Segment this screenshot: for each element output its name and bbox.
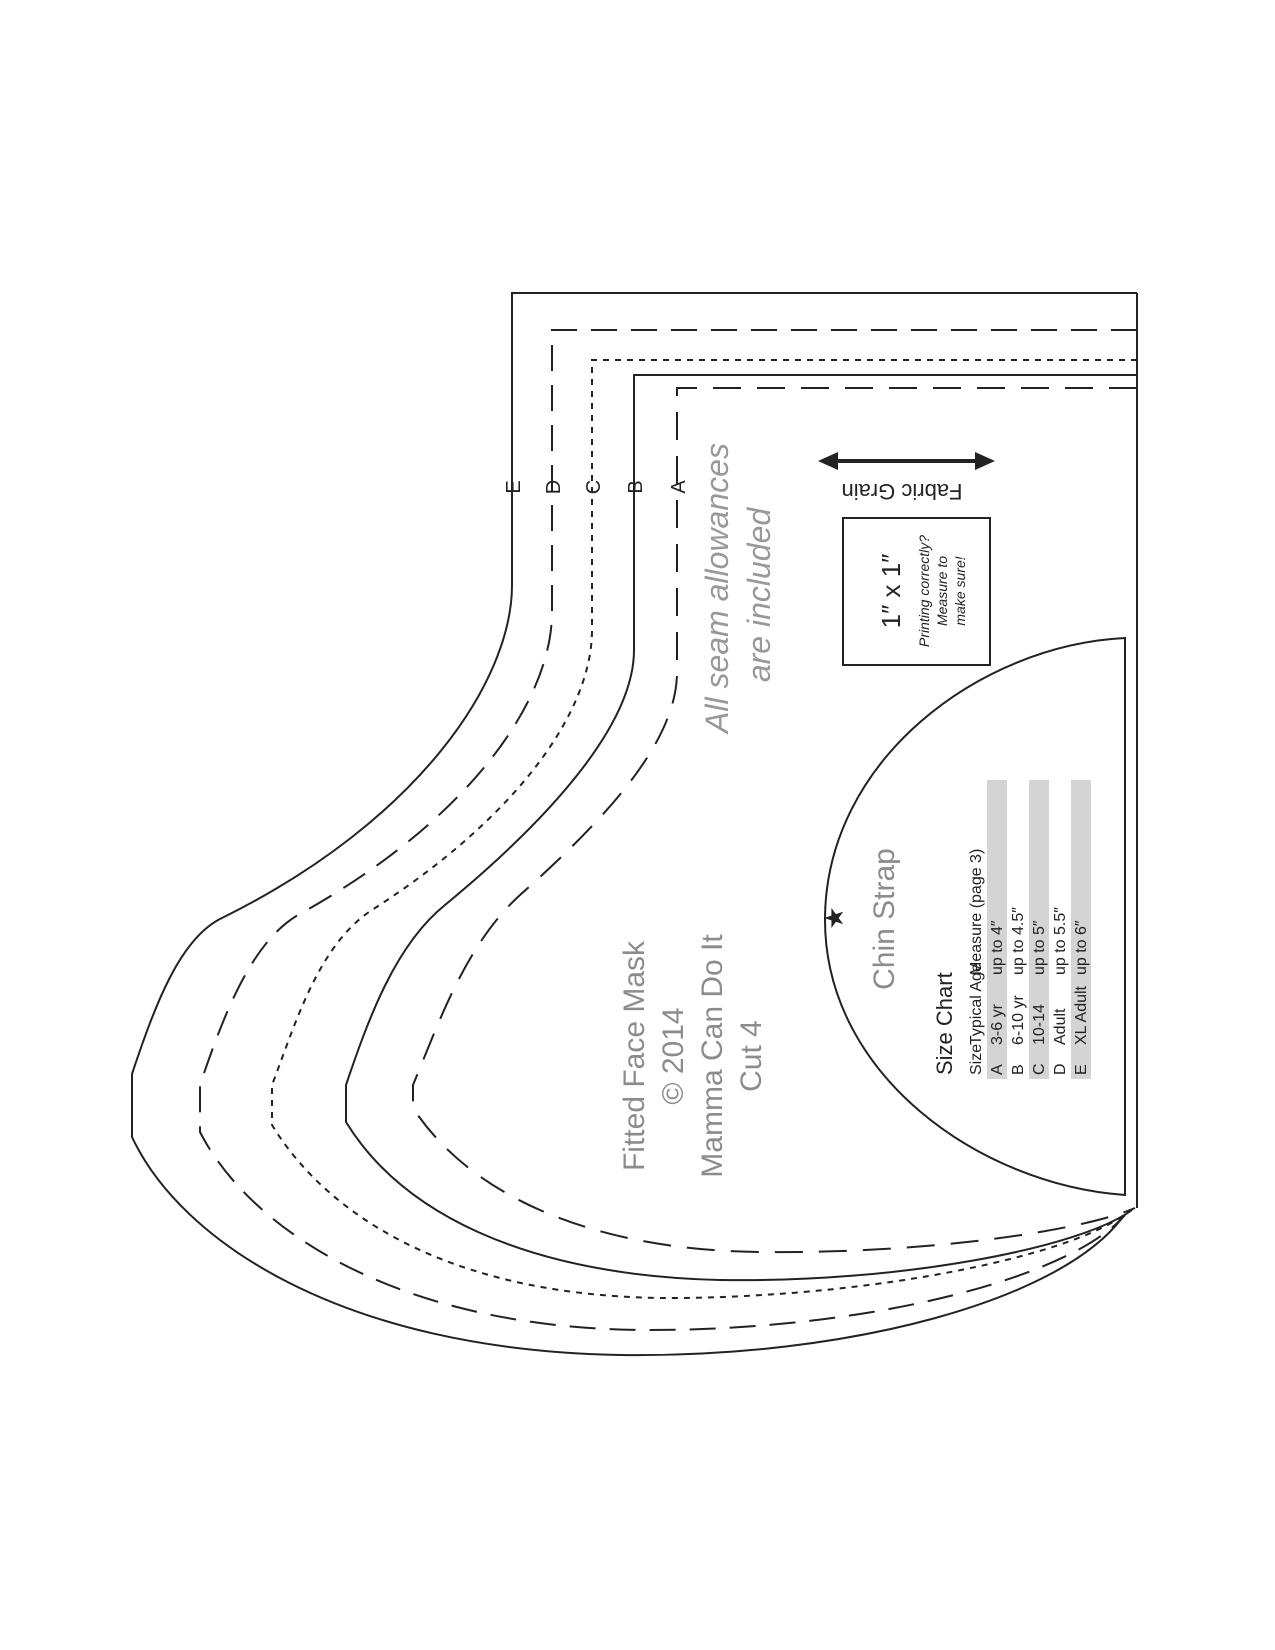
size-chart-title: Size Chart xyxy=(932,972,957,1075)
size-chart-header: Typical Age xyxy=(968,963,985,1045)
size-chart-cell: B xyxy=(1010,1064,1027,1075)
chin-strap-label: Chin Strap xyxy=(868,848,901,990)
size-chart-cell: up to 5.5″ xyxy=(1052,907,1069,975)
size-chart-cell: up to 4″ xyxy=(989,920,1006,975)
title-block: Fitted Face Mask © 2014 Mamma Can Do It … xyxy=(618,934,768,1178)
measure-square: 1″ x 1″ Printing correctly? Measure to m… xyxy=(842,517,991,666)
size-label-a: A xyxy=(668,480,690,494)
size-chart-cell: C xyxy=(1031,1063,1048,1075)
size-chart-cell: up to 4.5″ xyxy=(1010,907,1027,975)
size-chart-cell: 10-14 xyxy=(1031,1004,1048,1045)
grain-label: Fabric Grain xyxy=(841,479,962,504)
star-marker: ★ xyxy=(819,906,849,929)
square-note-line1: Printing correctly? xyxy=(916,535,932,647)
outline-size-a xyxy=(412,387,1137,1254)
square-note-line2: Measure to xyxy=(934,556,950,626)
size-chart-cell: up to 5″ xyxy=(1031,920,1048,975)
copyright: © 2014 xyxy=(657,1007,690,1104)
seam-note-line1: All seam allowances xyxy=(699,443,735,735)
outline-size-e xyxy=(131,292,1137,1357)
size-label-e: E xyxy=(503,480,525,493)
size-chart-cell: up to 6″ xyxy=(1073,920,1090,975)
seam-note-line2: are included xyxy=(741,507,777,683)
size-chart-cell: A xyxy=(989,1064,1006,1075)
brand-name: Mamma Can Do It xyxy=(696,934,729,1178)
size-chart-cell: Adult xyxy=(1052,1008,1069,1045)
outline-size-c xyxy=(271,359,1137,1300)
size-chart-cell: D xyxy=(1052,1063,1069,1075)
square-note-line3: make sure! xyxy=(952,556,968,625)
size-label-b: B xyxy=(625,480,647,493)
size-chart-row-shade xyxy=(1029,780,1049,1079)
chin-strap-outline xyxy=(823,636,1126,1197)
cut-count: Cut 4 xyxy=(735,1020,768,1092)
square-label: 1″ x 1″ xyxy=(876,554,906,629)
size-chart-row-shade xyxy=(1071,780,1091,1079)
outline-size-b xyxy=(345,374,1137,1282)
size-chart-cell: XL Adult xyxy=(1073,985,1090,1045)
size-chart-header: Size xyxy=(968,1044,985,1075)
size-line-labels: E D C B A xyxy=(503,480,690,495)
fabric-grain-arrow: Fabric Grain xyxy=(818,452,995,504)
size-chart-header: Measure (page 3) xyxy=(968,849,985,975)
size-label-c: C xyxy=(583,480,605,494)
size-chart-cell: 3-6 yr xyxy=(989,1003,1006,1045)
size-chart-row-shade xyxy=(987,780,1007,1079)
size-chart-cell: 6-10 yr xyxy=(1010,995,1027,1045)
pattern-title: Fitted Face Mask xyxy=(618,940,651,1171)
size-chart-cell: E xyxy=(1073,1064,1090,1075)
size-label-d: D xyxy=(543,480,565,494)
outline-size-d xyxy=(199,329,1137,1332)
